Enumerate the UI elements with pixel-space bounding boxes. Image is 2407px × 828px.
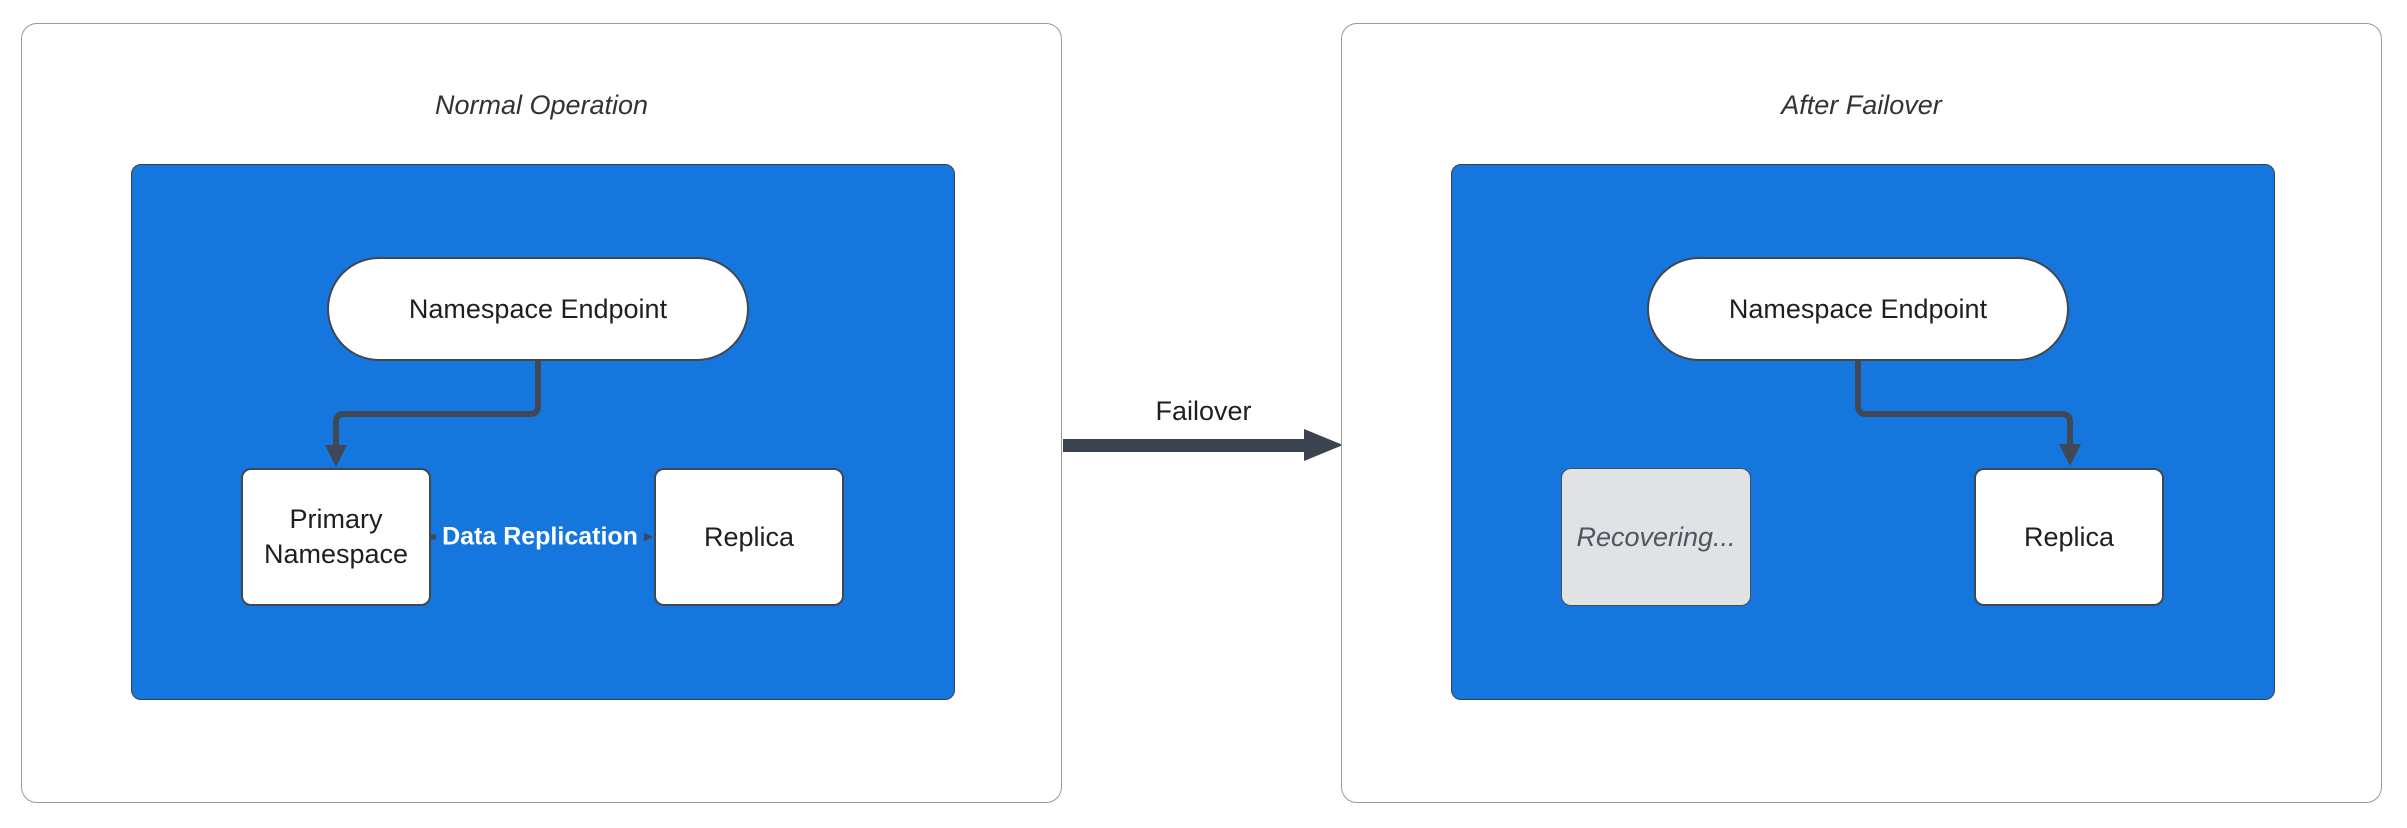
node-primary-namespace: Primary Namespace <box>241 468 431 606</box>
cluster-after-failover: Namespace Endpoint Recovering... Replica <box>1451 164 2275 700</box>
arrowhead-endpoint-to-primary-icon <box>325 445 347 467</box>
failover-arrow <box>1063 429 1343 461</box>
failover-arrowhead-icon <box>1304 429 1343 461</box>
failover-arrow-label: Failover <box>1155 396 1252 426</box>
edge-label-data-replication: Data Replication <box>436 520 644 554</box>
connector-endpoint-to-primary <box>333 361 541 447</box>
cluster-normal-operation: Namespace Endpoint Primary Namespace Rep… <box>131 164 955 700</box>
node-replica-right-label: Replica <box>2023 521 2115 552</box>
failover-arrow-shaft <box>1063 439 1304 452</box>
connector-endpoint-to-replica <box>1855 361 2073 446</box>
node-recovering: Recovering... <box>1561 468 1751 606</box>
node-namespace-endpoint-left-label: Namespace Endpoint <box>408 293 668 324</box>
node-replica-left-label: Replica <box>703 521 795 552</box>
panel-title-normal-operation: Normal Operation <box>434 90 649 120</box>
node-namespace-endpoint-right: Namespace Endpoint <box>1647 257 2069 361</box>
node-replica-right: Replica <box>1974 468 2164 606</box>
connector-layer-right <box>1855 361 2081 466</box>
node-primary-namespace-label: Primary Namespace <box>263 504 409 569</box>
node-namespace-endpoint-left: Namespace Endpoint <box>327 257 749 361</box>
panel-title-after-failover: After Failover <box>1781 90 1942 120</box>
panel-after-failover: After Failover Namespace Endpoint Recove… <box>1341 23 2382 803</box>
panel-normal-operation: Normal Operation Namespace Endpoint Prim… <box>21 23 1062 803</box>
connector-layer-left <box>325 361 653 549</box>
node-recovering-label: Recovering... <box>1576 521 1736 552</box>
arrowhead-endpoint-to-replica-icon <box>2059 444 2081 466</box>
node-replica-left: Replica <box>654 468 844 606</box>
node-namespace-endpoint-right-label: Namespace Endpoint <box>1728 293 1988 324</box>
